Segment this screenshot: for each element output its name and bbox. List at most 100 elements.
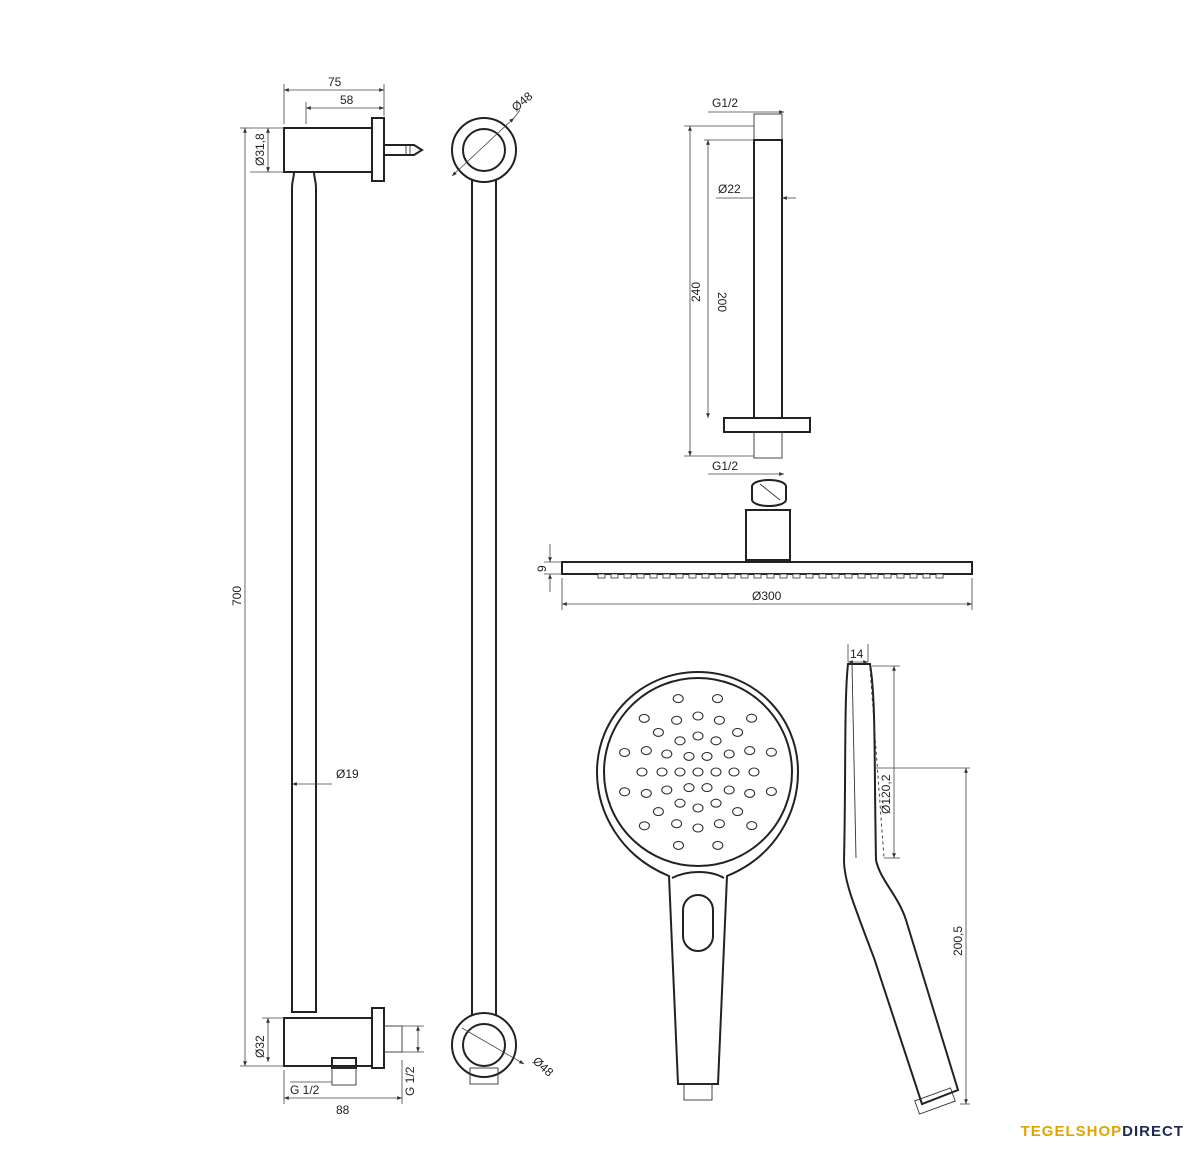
dim-32: Ø32 (253, 1035, 267, 1058)
spray-hole (723, 785, 735, 795)
dim-22: Ø22 (718, 182, 741, 196)
hand-shower-side (842, 663, 960, 1115)
dim-31-8: Ø31,8 (253, 133, 267, 166)
dim-300: Ø300 (752, 589, 782, 603)
spray-hole (713, 715, 725, 725)
nozzle (766, 573, 775, 579)
nozzle (727, 573, 736, 579)
spray-hole (746, 713, 758, 723)
spray-hole (661, 785, 673, 795)
spray-hole (638, 713, 650, 723)
brand-logo: TEGELSHOPDIRECT (1021, 1123, 1184, 1140)
spray-hole (638, 821, 650, 831)
dim-g12-side: G 1/2 (403, 1066, 417, 1096)
spray-hole (674, 798, 686, 808)
shower-arm (723, 113, 811, 561)
spray-hole (692, 767, 704, 777)
nozzle (649, 573, 658, 579)
spray-hole (672, 840, 685, 850)
rail-front-view (451, 117, 517, 1085)
spray-hole (636, 767, 648, 777)
spray-hole (701, 783, 713, 793)
nozzle (805, 573, 814, 579)
dim-75: 75 (328, 75, 342, 89)
brand-logo-part2: DIRECT (1122, 1123, 1184, 1140)
spray-hole (711, 694, 724, 704)
dim-58: 58 (340, 93, 354, 107)
dim-g12-arm-top: G1/2 (712, 96, 738, 110)
nozzle (831, 573, 840, 579)
nozzle (688, 573, 697, 579)
nozzle (636, 573, 645, 579)
spray-hole (710, 767, 722, 777)
spray-hole (732, 807, 744, 817)
nozzle (792, 573, 801, 579)
spray-hole (692, 803, 704, 813)
spray-hole (746, 821, 758, 831)
spray-hole (672, 694, 684, 704)
nozzle (714, 573, 723, 579)
spray-hole (692, 823, 704, 833)
spray-hole (748, 767, 760, 777)
dim-48-bottom: Ø48 (530, 1054, 556, 1080)
spray-hole (683, 783, 695, 793)
spray-hole (692, 711, 704, 721)
dim-240: 240 (689, 282, 703, 302)
rail-side-view (283, 117, 424, 1086)
dim-9: 9 (535, 565, 549, 572)
brand-logo-part1: TEGELSHOP (1020, 1123, 1123, 1140)
dim-48-top: Ø48 (509, 89, 536, 115)
nozzle (896, 573, 905, 579)
dim-g12-bottom: G 1/2 (290, 1083, 320, 1097)
spray-hole (710, 798, 722, 808)
nozzle (675, 573, 684, 579)
spray-hole (674, 736, 686, 746)
spray-hole (728, 767, 740, 777)
nozzle (740, 573, 749, 579)
spray-hole (619, 747, 631, 758)
spray-hole (713, 819, 725, 829)
nozzle (844, 573, 853, 579)
dim-200: 200 (715, 292, 729, 312)
nozzle (610, 573, 619, 579)
spray-hole (640, 746, 652, 756)
spray-hole (701, 751, 713, 761)
dim-200-5: 200,5 (951, 926, 965, 956)
spray-hole (652, 727, 664, 737)
nozzle (701, 573, 710, 579)
spray-hole (732, 727, 744, 737)
nozzle (597, 573, 606, 579)
nozzle (753, 573, 762, 579)
spray-hole (652, 807, 664, 817)
spray-hole (619, 787, 631, 797)
nozzle (909, 573, 918, 579)
dim-700: 700 (230, 586, 244, 606)
spray-hole (765, 747, 777, 757)
spray-hole (674, 767, 686, 777)
nozzle (935, 573, 944, 579)
nozzle (883, 573, 892, 579)
spray-hole (692, 731, 704, 741)
spray-hole (656, 767, 668, 777)
dim-88: 88 (336, 1103, 350, 1117)
nozzle (623, 573, 632, 579)
nozzle (857, 573, 866, 579)
overhead-shower-side (561, 561, 973, 579)
spray-hole (640, 788, 652, 798)
nozzle (662, 573, 671, 579)
spray-hole (712, 840, 724, 850)
nozzle (779, 573, 788, 579)
spray-hole (661, 749, 673, 759)
dimension-labels: 75 58 Ø31,8 700 Ø19 Ø32 G 1/2 88 G 1/2 Ø… (230, 75, 965, 1117)
dim-14: 14 (850, 647, 864, 661)
spray-hole (671, 715, 683, 725)
nozzle (818, 573, 827, 579)
spray-hole (723, 749, 735, 759)
hand-shower-front (595, 670, 800, 1101)
spray-hole (710, 736, 722, 746)
dimension-lines (240, 84, 973, 1105)
dim-120-2: Ø120,2 (879, 774, 893, 814)
dim-19: Ø19 (336, 767, 359, 781)
nozzle (870, 573, 879, 579)
